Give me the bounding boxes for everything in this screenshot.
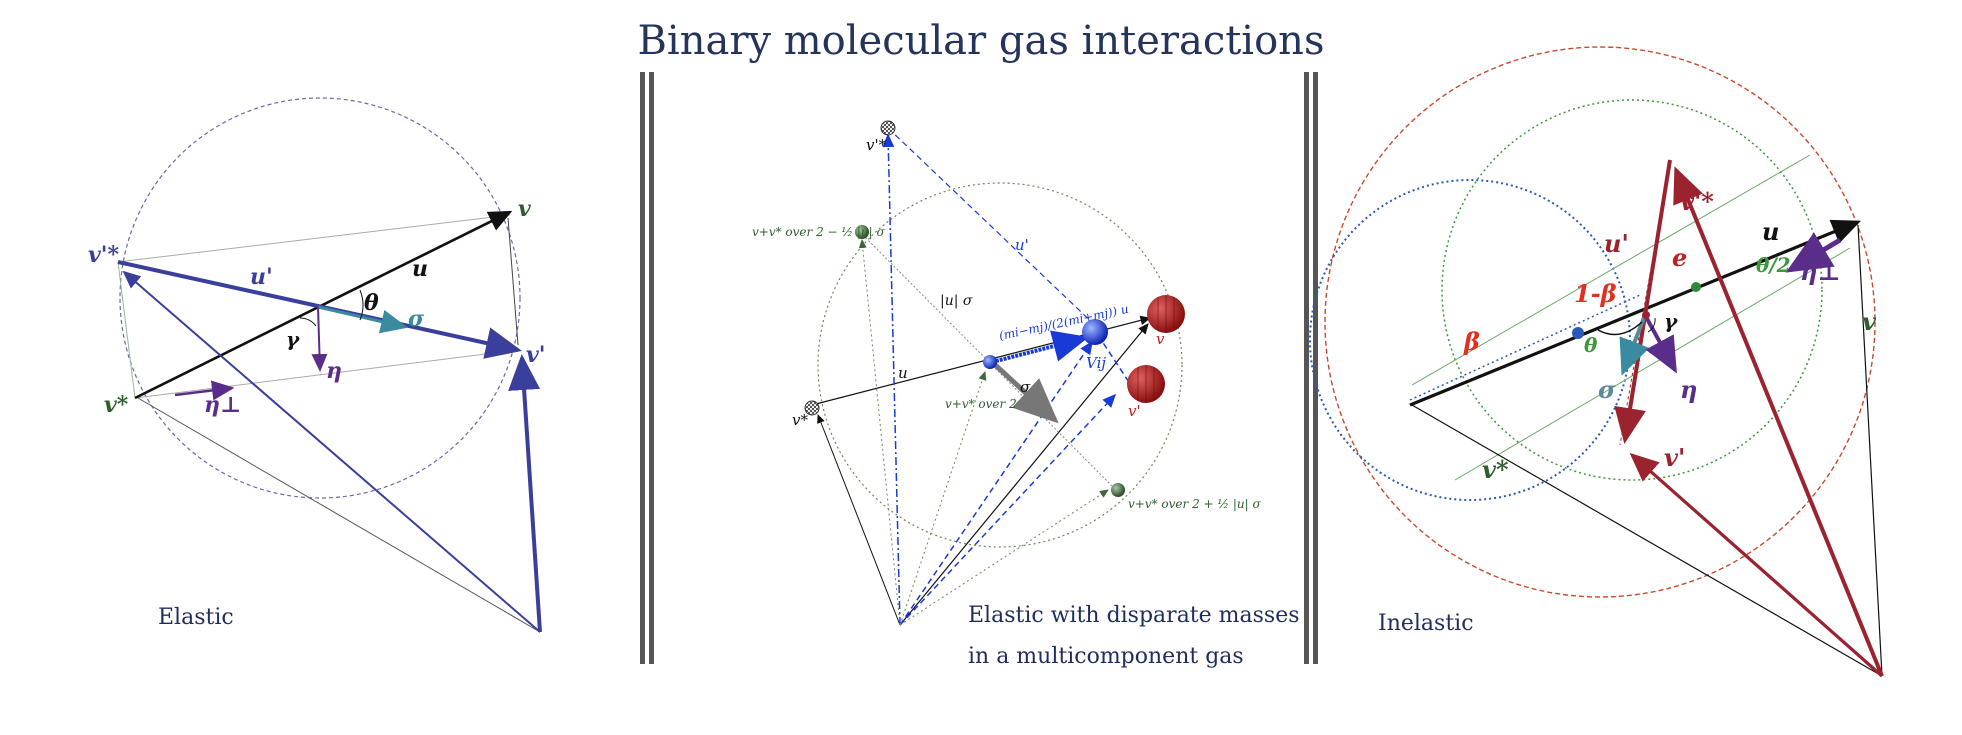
label-one-minus-beta: 1-β bbox=[1574, 279, 1617, 308]
label-u: u bbox=[412, 256, 428, 282]
label-eta-perp: η⊥ bbox=[204, 392, 241, 418]
label-v-star-2: v* bbox=[792, 411, 808, 429]
label-e: e bbox=[1672, 243, 1687, 272]
label-v-3: v bbox=[1862, 307, 1877, 336]
label-sigma: σ bbox=[408, 306, 425, 332]
caption-disparate-line1: Elastic with disparate masses bbox=[968, 603, 1300, 628]
label-sigma-2: σ bbox=[1020, 378, 1031, 396]
label-mass-ratio: (mi−mj)/(2(mi+mj)) u bbox=[998, 302, 1130, 343]
label-eta-perp-3: η⊥ bbox=[1800, 257, 1841, 286]
label-u-prime: u' bbox=[250, 264, 273, 290]
label-u-sigma: |u| σ bbox=[940, 293, 973, 309]
page-title: Binary molecular gas interactions bbox=[637, 18, 1325, 64]
label-v-prime-3: v' bbox=[1664, 443, 1685, 472]
label-sigma-3: σ bbox=[1598, 375, 1616, 404]
label-eta-3: η bbox=[1680, 375, 1697, 404]
label-eta: η bbox=[326, 358, 342, 384]
label-v-2: v bbox=[1156, 330, 1165, 348]
label-theta-3: θ bbox=[1584, 333, 1598, 357]
label-u-prime-2: u' bbox=[1015, 236, 1029, 254]
panel-elastic: v v'* u' u θ σ γ η v' v* η⊥ Elastic bbox=[88, 97, 546, 633]
panel-disparate: v'* u' v+v* over 2 − ½ |u| σ |u| σ (mi−m… bbox=[752, 120, 1300, 669]
panel-inelastic: v'* u u' e 1-β θ/2 η⊥ β θ γ σ η v v* v' … bbox=[1309, 46, 1884, 678]
label-v-star-3: v* bbox=[1482, 455, 1509, 484]
label-vij: Vij bbox=[1086, 354, 1106, 372]
label-theta: θ bbox=[364, 290, 379, 316]
label-beta: β bbox=[1463, 327, 1480, 356]
label-theta-half: θ/2 bbox=[1756, 253, 1791, 277]
label-v-prime-star-3: v'* bbox=[1680, 187, 1714, 216]
separator-right bbox=[1304, 72, 1318, 664]
label-v-prime-star-2: v'* bbox=[866, 136, 887, 154]
label-v-prime-2: v' bbox=[1128, 402, 1141, 420]
label-v-star: v* bbox=[104, 392, 129, 418]
label-u-3: u bbox=[1762, 217, 1779, 246]
caption-elastic: Elastic bbox=[158, 605, 234, 630]
caption-inelastic: Inelastic bbox=[1378, 611, 1474, 636]
label-lower-midpoint: v+v* over 2 + ½ |u| σ bbox=[1128, 497, 1261, 511]
separator-left bbox=[640, 72, 654, 664]
label-v-prime: v' bbox=[526, 342, 546, 368]
label-u-prime-3: u' bbox=[1604, 229, 1629, 258]
label-gamma: γ bbox=[286, 327, 300, 351]
label-midpoint: v+v* over 2 bbox=[945, 397, 1017, 411]
caption-disparate-line2: in a multicomponent gas bbox=[968, 644, 1244, 669]
label-u-2: u bbox=[898, 364, 908, 382]
label-gamma-3: γ bbox=[1664, 309, 1678, 333]
label-v: v bbox=[518, 196, 531, 222]
label-upper-midpoint: v+v* over 2 − ½ |u| σ bbox=[752, 225, 885, 239]
label-v-prime-star: v'* bbox=[88, 242, 120, 268]
